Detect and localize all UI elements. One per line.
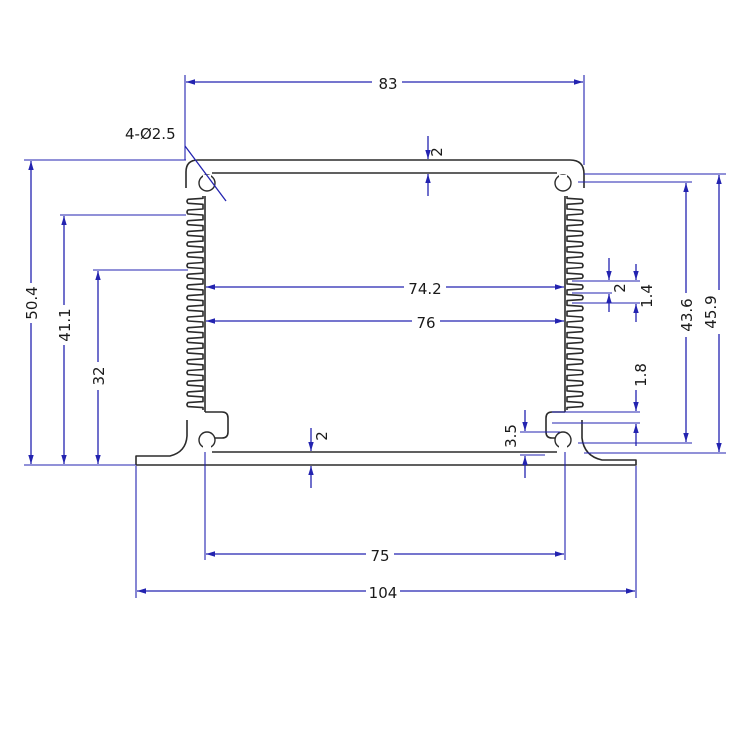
- hole-callout-leader: [184, 145, 227, 202]
- dim-76-label: 76: [416, 314, 435, 332]
- enclosure-profile: [135, 159, 637, 466]
- dim-top-wall-label: 2: [428, 147, 446, 157]
- dim-104-gap: [366, 582, 400, 602]
- dim-43-label: 43.6: [678, 298, 696, 331]
- dim-41-gap: [54, 305, 74, 345]
- dim-50-label: 50.4: [23, 286, 41, 319]
- dim-45-label: 45.9: [702, 295, 720, 328]
- left-bottom-boss: [205, 411, 229, 439]
- left-wall-fins: [186, 196, 204, 410]
- dim-fin-thk-label: 1.4: [638, 284, 656, 308]
- dim-35-label: 3.5: [502, 424, 520, 448]
- hole-slot-tl: [203, 175, 211, 181]
- right-bottom-boss: [545, 411, 565, 439]
- left-fin-comb: [186, 196, 204, 410]
- hole-slot-br: [559, 442, 567, 451]
- dim-74-label: 74.2: [408, 280, 441, 298]
- dim-32-gap: [88, 362, 108, 390]
- hole-slot-bl: [203, 442, 211, 451]
- dim-32-label: 32: [90, 366, 108, 385]
- hole-slot-tr: [559, 175, 567, 181]
- dim-76-gap: [412, 312, 440, 332]
- dim-45-gap: [705, 290, 725, 334]
- dim-104-label: 104: [369, 584, 398, 602]
- top-plate-outline: [185, 159, 585, 188]
- right-fin-comb: [566, 196, 584, 410]
- hole-callout-label: 4-Ø2.5: [125, 125, 176, 143]
- dim-75-label: 75: [370, 547, 389, 565]
- dim-50-gap: [21, 283, 41, 323]
- dim-75-gap: [366, 545, 394, 565]
- dim-43-gap: [676, 293, 696, 337]
- dimension-lines: 83 4-Ø2.5 2 50.4 41.1 32 74.2 76: [21, 72, 726, 602]
- dim-fin-gap-label: 2: [611, 283, 629, 293]
- bottom-plate-outline: [136, 420, 637, 466]
- dim-83-label: 83: [378, 75, 397, 93]
- dim-83-gap: [372, 72, 402, 92]
- bottom-plate-left: [135, 420, 188, 465]
- dim-41-label: 41.1: [56, 308, 74, 341]
- dim-18-label: 1.8: [632, 363, 650, 387]
- right-wall-fins: [566, 196, 584, 410]
- dim-74-gap: [404, 278, 446, 298]
- dim-bottom-wall-label: 2: [313, 431, 331, 441]
